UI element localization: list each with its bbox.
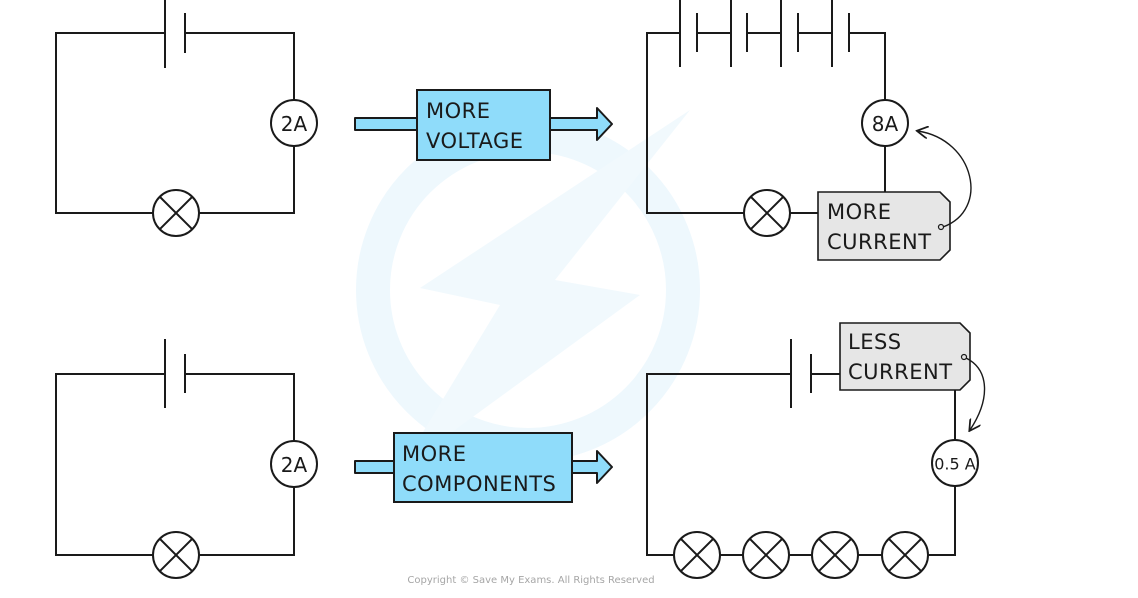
lamp-icon: [811, 531, 859, 579]
tag-less-current: LESS CURRENT: [839, 322, 986, 430]
cell-icon: [790, 339, 812, 408]
cell-icon: [164, 0, 186, 68]
tag-hole-icon: [960, 353, 968, 361]
circuit-bottom-after: 0.5 A LESS CURRENT: [646, 322, 986, 579]
label-line-1: MORE: [426, 99, 491, 123]
lamp-icon: [152, 531, 200, 579]
transition-more-voltage: MORE VOLTAGE: [354, 89, 613, 161]
tag-line-1: MORE: [827, 200, 892, 224]
ammeter: 0.5 A: [931, 439, 979, 487]
lamp-icon: [742, 531, 790, 579]
tag-line-2: CURRENT: [827, 230, 932, 254]
ammeter-reading: 0.5 A: [934, 455, 976, 474]
ammeter-reading: 2A: [281, 453, 308, 477]
ammeter: 8A: [861, 99, 909, 147]
lamp-icon: [743, 189, 791, 237]
battery-icon: [679, 0, 850, 67]
circuit-top-after: 8A MORE CURRENT: [646, 0, 972, 261]
transition-more-components: MORE COMPONENTS: [354, 432, 613, 503]
cell-icon: [164, 339, 186, 408]
lamp-icon: [152, 189, 200, 237]
ammeter-reading: 8A: [872, 112, 899, 136]
ammeter: 2A: [270, 440, 318, 488]
lamp-icon: [673, 531, 721, 579]
circuit-top-before: 2A: [55, 0, 318, 237]
label-line-2: VOLTAGE: [426, 129, 524, 153]
tag-more-current: MORE CURRENT: [817, 131, 972, 261]
ammeter: 2A: [270, 99, 318, 147]
copyright-notice: Copyright © Save My Exams. All Rights Re…: [407, 575, 654, 586]
label-box: [393, 432, 573, 503]
label-line-2: COMPONENTS: [402, 472, 556, 496]
tag-line-2: CURRENT: [848, 360, 953, 384]
label-line-1: MORE: [402, 442, 467, 466]
circuit-bottom-before: 2A: [55, 339, 318, 579]
watermark-logo: [356, 110, 700, 470]
ammeter-reading: 2A: [281, 112, 308, 136]
curved-arrow-icon: [965, 357, 986, 430]
curved-arrow-icon: [918, 131, 972, 228]
label-box: [416, 89, 551, 161]
lamp-icon: [881, 531, 929, 579]
tag-line-1: LESS: [848, 330, 902, 354]
